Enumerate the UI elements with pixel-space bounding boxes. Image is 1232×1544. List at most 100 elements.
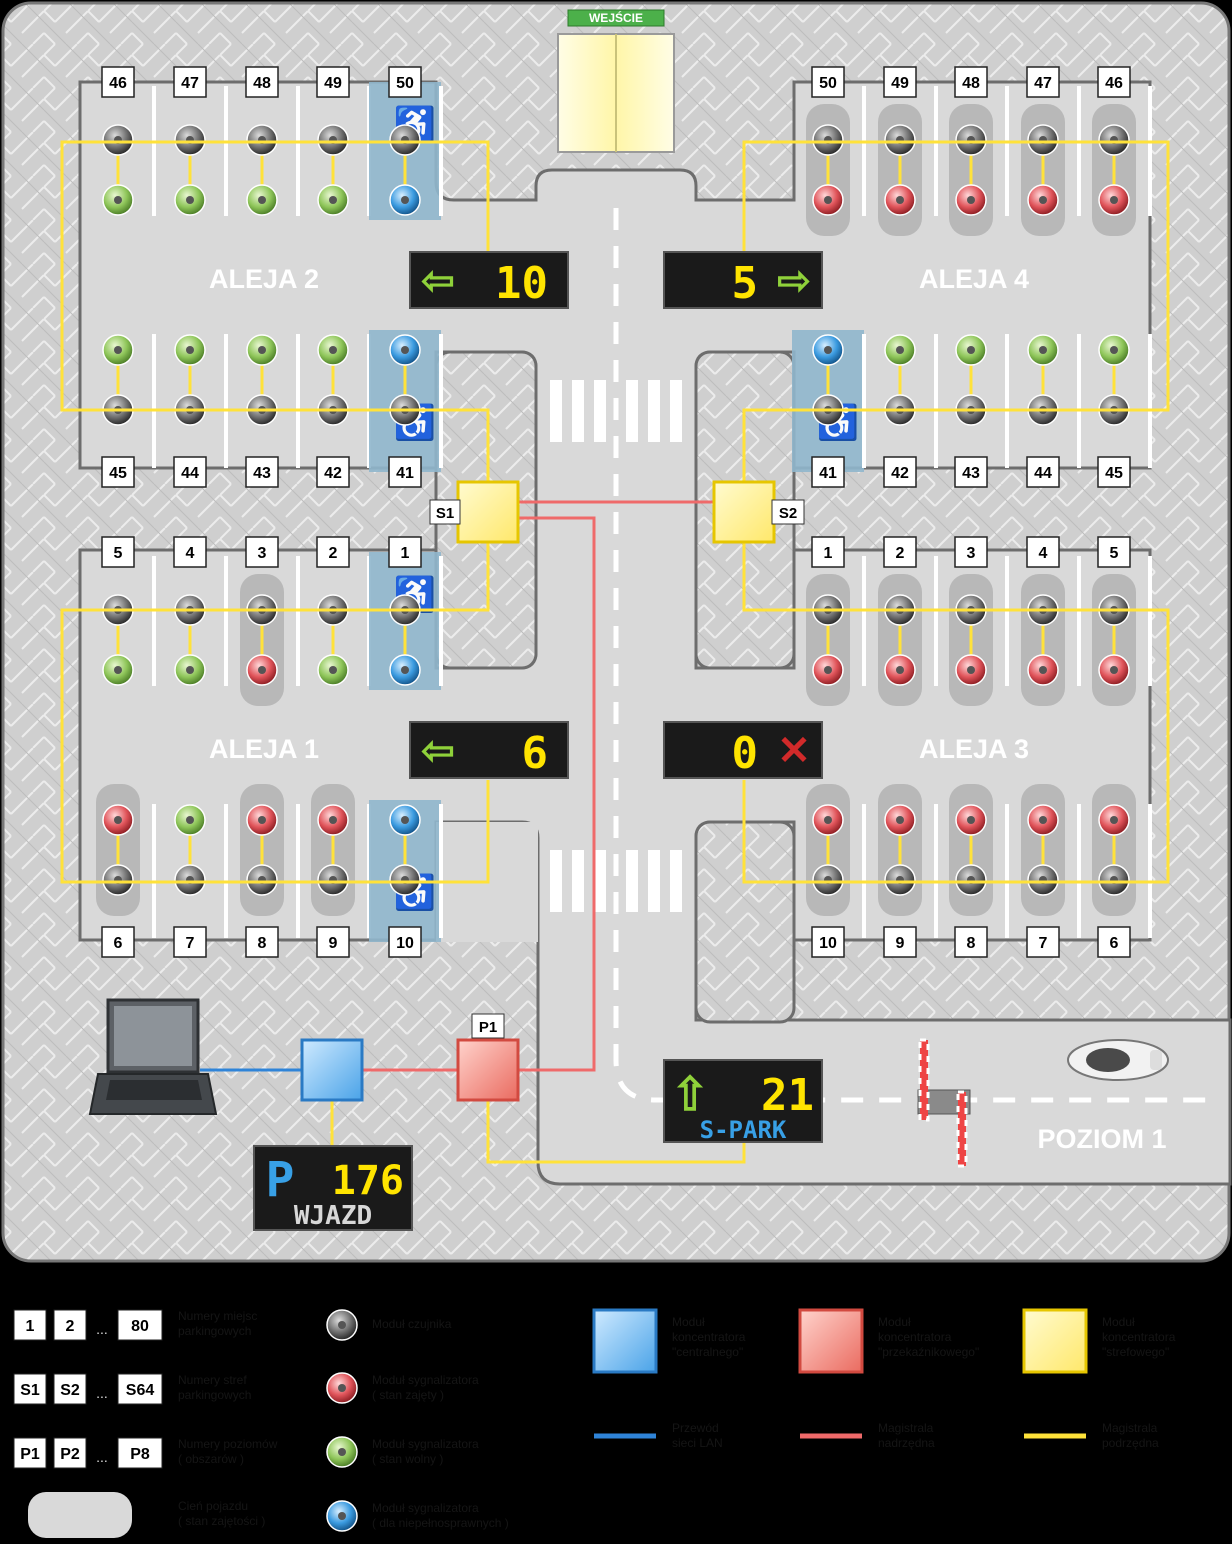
parking-bay[interactable]: ♿10	[369, 800, 443, 958]
parking-bay[interactable]: 46	[1092, 66, 1152, 236]
display-value: 5	[732, 258, 759, 309]
parking-bay[interactable]: ♿50	[369, 66, 443, 220]
parking-bay[interactable]: 48	[245, 66, 300, 216]
signal-dot	[186, 816, 194, 824]
parking-bay[interactable]: 47	[1021, 66, 1081, 236]
bay-number: 41	[819, 465, 837, 482]
bay-number: 7	[1039, 935, 1048, 952]
legend-dot-center	[338, 1321, 346, 1329]
svg-text:P8: P8	[130, 1446, 150, 1463]
parking-bay[interactable]: ♿41	[792, 330, 866, 488]
parking-bay[interactable]: 44	[173, 334, 228, 488]
parking-bay[interactable]: 46	[101, 66, 156, 216]
bay-number-box	[954, 456, 988, 488]
signal-dot	[186, 196, 194, 204]
parking-bay[interactable]: 3	[240, 536, 300, 706]
zone-label-s1: S1	[436, 505, 454, 522]
entrance[interactable]: WEJŚCIE	[557, 9, 675, 153]
signal-dot	[329, 816, 337, 824]
slave-bus	[60, 140, 1170, 1164]
bay-number-box	[1097, 536, 1131, 568]
bay-number: 5	[1110, 545, 1119, 562]
bay-number: 6	[1110, 935, 1119, 952]
parking-bay[interactable]: 49	[878, 66, 938, 236]
legend-free-text: Moduł sygnalizatora( stan wolny )	[372, 1437, 479, 1466]
bay-number-box	[316, 456, 350, 488]
bay-number-box	[173, 536, 207, 568]
bay-number: 48	[253, 75, 271, 92]
signal-dot	[114, 196, 122, 204]
zone-label-s2: S2	[779, 505, 797, 522]
bay-number-box	[811, 926, 845, 958]
parking-bay[interactable]: ♿1	[369, 536, 443, 690]
legend-sensor-text: Moduł czujnika	[372, 1317, 452, 1331]
bay-number-box	[811, 66, 845, 98]
central-concentrator[interactable]	[300, 1038, 364, 1102]
zone-concentrator-s1[interactable]: S1	[429, 480, 520, 544]
bay-number-box	[388, 456, 422, 488]
bay-number: 3	[967, 545, 976, 562]
bay-number-box	[388, 536, 422, 568]
zone-concentrator-s2[interactable]: S2	[712, 480, 805, 544]
legend-shadow-icon	[28, 1492, 132, 1538]
signal-dot	[401, 816, 409, 824]
parking-bay[interactable]: 7	[173, 804, 228, 958]
parking-bay[interactable]: 44	[1026, 334, 1081, 488]
display-symbol: P	[266, 1152, 295, 1208]
bay-number: 1	[401, 545, 410, 562]
svg-text:...: ...	[96, 1385, 108, 1401]
bay-number-box	[173, 456, 207, 488]
parking-bay[interactable]: 5	[101, 536, 156, 686]
bay-number: 8	[258, 935, 267, 952]
parking-bay[interactable]: 3	[949, 536, 1009, 706]
bay-number-box	[883, 926, 917, 958]
legend-relay-icon	[798, 1308, 864, 1374]
bay-number: 45	[1105, 465, 1123, 482]
bay-number: 43	[962, 465, 980, 482]
parking-bay[interactable]: 1	[806, 536, 866, 706]
bay-number-box	[954, 926, 988, 958]
parking-bay[interactable]: 48	[949, 66, 1009, 236]
parking-bay[interactable]: 5	[1092, 536, 1152, 706]
aisle-display-aleja2: ⇦10	[409, 251, 569, 309]
aisle-display-aleja1: ⇦6	[409, 721, 569, 779]
signal-dot	[1110, 666, 1118, 674]
parking-bay[interactable]: 2	[878, 536, 938, 706]
signal-dot	[1039, 346, 1047, 354]
signal-dot	[896, 666, 904, 674]
bay-number-box	[883, 536, 917, 568]
laptop-icon[interactable]	[88, 998, 218, 1115]
bay-number-box	[811, 536, 845, 568]
signal-dot	[1039, 666, 1047, 674]
bay-number-box	[173, 66, 207, 98]
signal-dot	[114, 666, 122, 674]
svg-text:1: 1	[26, 1318, 35, 1335]
bay-number-box	[1097, 926, 1131, 958]
parking-bay[interactable]: 45	[1097, 334, 1152, 488]
bay-number-box	[1097, 66, 1131, 98]
relay-concentrator-p1[interactable]: P1	[456, 1013, 520, 1102]
bay-number: 44	[1034, 465, 1052, 482]
bay-number: 10	[819, 935, 837, 952]
entry-barrier[interactable]	[917, 1038, 971, 1168]
bay-number: 50	[819, 75, 837, 92]
bay-number: 49	[891, 75, 909, 92]
signal-dot	[258, 346, 266, 354]
aisle-label-1: ALEJA 1	[209, 734, 319, 764]
master-bus	[362, 500, 714, 1072]
bay-number-box	[173, 926, 207, 958]
bay-number: 49	[324, 75, 342, 92]
bay-number: 3	[258, 545, 267, 562]
parking-bay[interactable]: 50	[806, 66, 866, 236]
legend-level-numbers-text: Numery poziomów( obszarów )	[178, 1437, 278, 1466]
parking-bay[interactable]: 4	[1021, 536, 1081, 706]
signal-dot	[329, 346, 337, 354]
bay-number-box	[101, 66, 135, 98]
signal-dot	[824, 666, 832, 674]
legend-disabled-text: Moduł sygnalizatora( dla niepełnosprawny…	[372, 1501, 509, 1530]
